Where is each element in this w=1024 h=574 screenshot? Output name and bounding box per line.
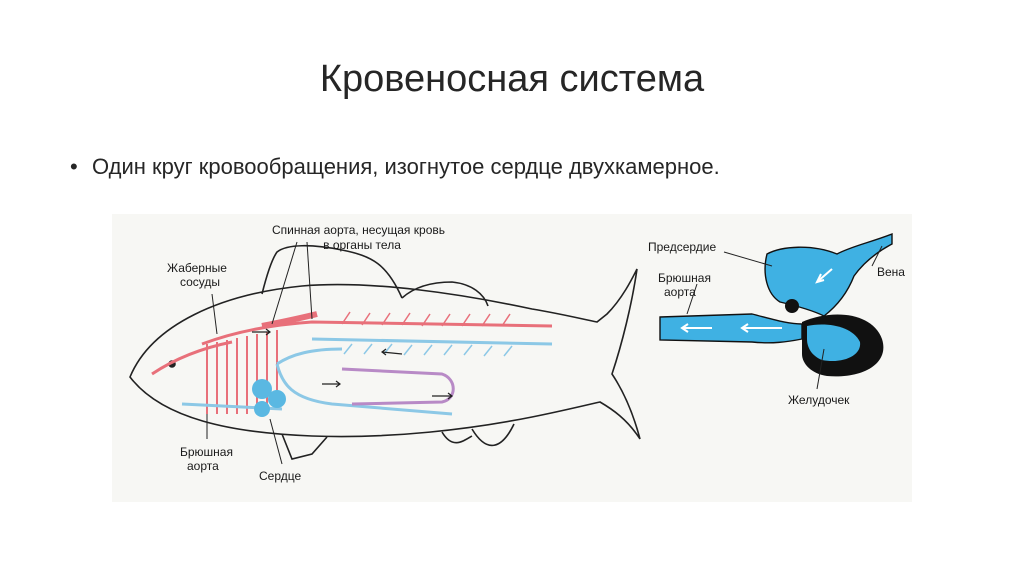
venous-vessels xyxy=(181,337,553,416)
label-heart-ventral-aorta-line2: аорта xyxy=(664,285,696,299)
label-gill-vessels-line2: сосуды xyxy=(180,275,220,289)
label-dorsal-aorta-line2: в органы тела xyxy=(323,238,401,252)
flow-arrows xyxy=(252,328,453,400)
bullet-dot: • xyxy=(70,154,78,179)
fish-heart xyxy=(252,379,286,417)
label-vein: Вена xyxy=(877,265,905,279)
fish-leader-lines xyxy=(206,241,313,465)
heart-detail xyxy=(659,232,893,377)
heart-leader-lines xyxy=(686,245,883,390)
label-dorsal-aorta-line1: Спинная аорта, несущая кровь xyxy=(272,223,445,237)
label-atrium: Предсердие xyxy=(648,240,716,254)
label-ventricle: Желудочек xyxy=(788,393,850,407)
slide-title: Кровеносная система xyxy=(319,58,705,100)
bullet-text: Один круг кровообращения, изогнутое серд… xyxy=(92,154,720,179)
label-ventral-aorta-line1: Брюшная xyxy=(180,445,233,459)
arterial-vessels xyxy=(151,311,553,414)
label-heart: Сердце xyxy=(259,469,301,483)
label-ventral-aorta-line2: аорта xyxy=(187,459,219,473)
label-gill-vessels-line1: Жаберные xyxy=(167,261,227,275)
gut-vessel xyxy=(341,367,455,406)
diagram-svg: Спинная аорта, несущая кровь в органы те… xyxy=(129,223,905,483)
bullet-item: • Один круг кровообращения, изогнутое сер… xyxy=(70,154,720,180)
fish-outline xyxy=(129,244,641,460)
label-heart-ventral-aorta-line1: Брюшная xyxy=(658,271,711,285)
circulatory-diagram: Спинная аорта, несущая кровь в органы те… xyxy=(112,214,912,502)
